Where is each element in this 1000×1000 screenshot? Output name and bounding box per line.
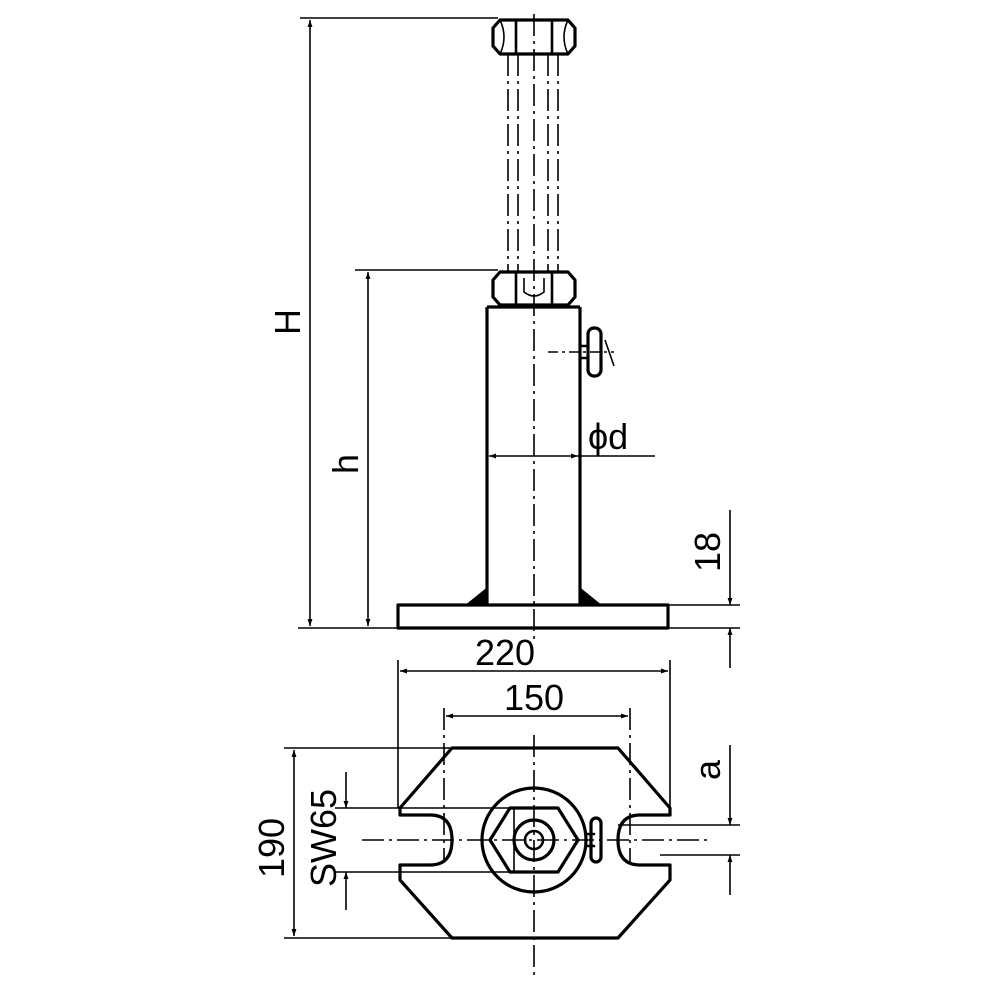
label-H: H [267,309,308,335]
label-190: 190 [251,818,292,878]
label-h: h [325,454,366,474]
label-220: 220 [475,632,535,673]
top-locking-screw-icon [584,816,603,864]
label-a: a [687,759,728,780]
label-phi-d: ϕd [588,416,628,457]
base-plate [396,603,670,630]
top-view [284,660,740,980]
label-SW65: SW65 [303,789,344,887]
locking-screw-icon [548,326,615,378]
label-150: 150 [504,677,564,718]
label-18: 18 [687,532,728,572]
side-view [298,14,740,668]
center-hex-nut [480,786,588,894]
base-outline [398,746,672,940]
top-nut [491,18,577,56]
threaded-spindle [507,54,559,272]
